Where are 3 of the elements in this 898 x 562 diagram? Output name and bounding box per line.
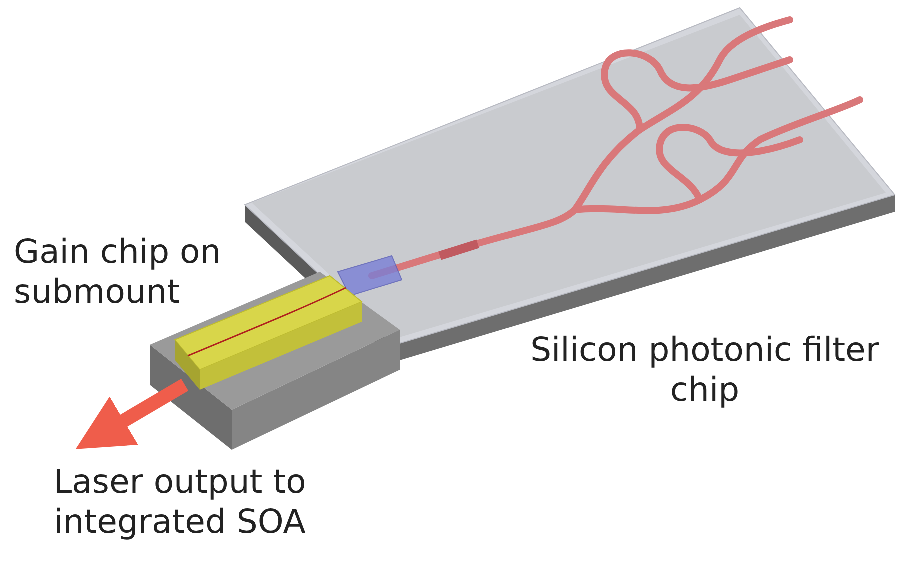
part-label: Silicon photonic filter chip [530,330,880,410]
part-label: Gain chip on submount [14,232,222,312]
part-label: Laser output to integrated SOA [52,462,308,542]
